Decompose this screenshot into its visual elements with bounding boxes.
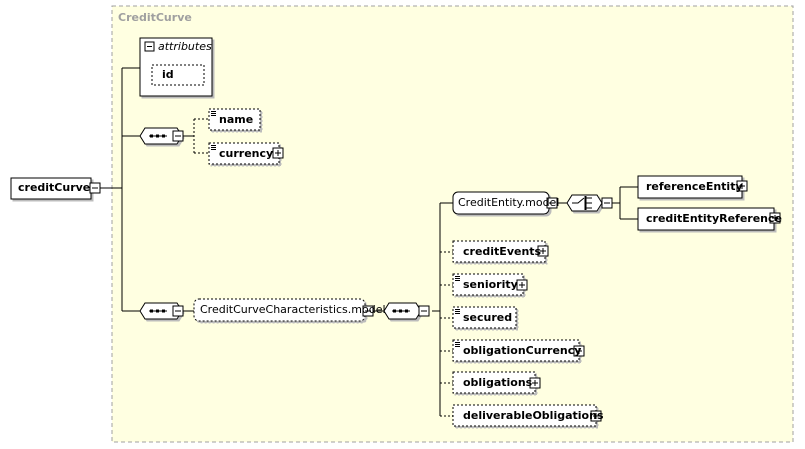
- credit-events-label: creditEvents: [463, 245, 542, 258]
- simple-type-icon: [211, 111, 216, 116]
- characteristics-group-label: CreditCurveCharacteristics.model: [200, 303, 386, 316]
- simple-type-icon: [455, 276, 460, 281]
- element-box-name[interactable]: [208, 108, 261, 131]
- simple-type-icon: [455, 309, 460, 314]
- choice-compositor-icon: [566, 194, 603, 212]
- attribute-id-label: id: [162, 68, 174, 81]
- sequence-compositor-icon: [139, 302, 183, 320]
- attributes-group-label: attributes: [158, 40, 212, 53]
- obligations-label: obligations: [463, 376, 533, 389]
- attribute-box: [151, 64, 205, 86]
- deliverable-obligations-label: deliverableObligations: [463, 409, 604, 422]
- sequence-compositor-icon: [383, 302, 422, 320]
- sequence-compositor-icon: [139, 127, 183, 145]
- simple-type-icon: [211, 145, 216, 150]
- complex-type-title: CreditCurve: [118, 11, 192, 24]
- element-name-label: name: [219, 113, 254, 126]
- connectors: [100, 67, 638, 416]
- simple-type-icon: [455, 342, 460, 347]
- group-box-characteristics[interactable]: [193, 298, 366, 322]
- element-currency-label: currency: [219, 147, 274, 160]
- seniority-label: seniority: [463, 278, 518, 291]
- credit-entity-reference-label: creditEntityReference: [646, 212, 782, 225]
- element-box-credit-events[interactable]: [452, 240, 546, 263]
- secured-label: secured: [463, 311, 513, 324]
- credit-entity-group-label: CreditEntity.model: [458, 196, 560, 209]
- root-element-label: creditCurve: [18, 181, 91, 194]
- element-box-secured[interactable]: [452, 306, 517, 329]
- reference-entity-label: referenceEntity: [646, 180, 743, 193]
- obligation-currency-label: obligationCurrency: [463, 344, 582, 357]
- optional-connectors: [193, 118, 453, 417]
